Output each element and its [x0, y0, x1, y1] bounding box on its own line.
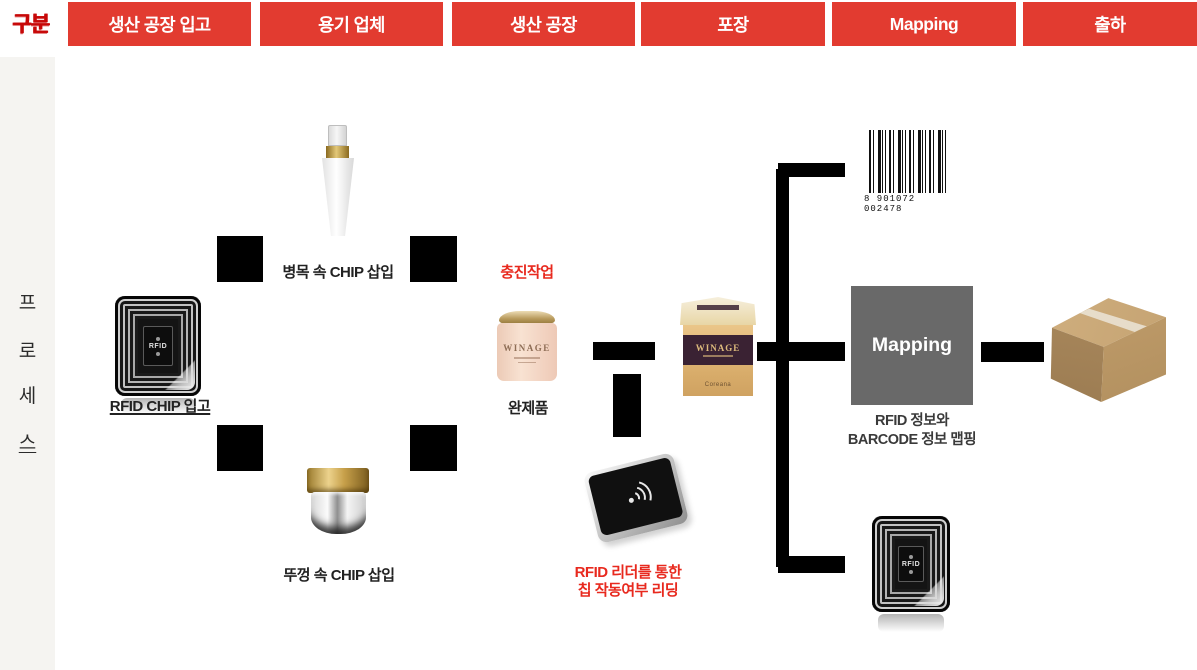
header-button-mapping[interactable]: Mapping [832, 2, 1016, 46]
connector-block-2 [410, 236, 457, 282]
arrow-down-bar [613, 374, 641, 437]
header-button-container-vendor[interactable]: 용기 업체 [260, 2, 443, 46]
sidebar-char-1: 프 [18, 293, 37, 314]
bracket-vertical-bar [776, 169, 789, 567]
chip-reflection [121, 398, 195, 414]
shipping-box-graphic [1046, 296, 1166, 402]
chip-reflection [878, 614, 944, 632]
sidebar-char-3: 세 [18, 386, 37, 407]
arrow-right-bar [593, 342, 655, 360]
rfid-reader-graphic [582, 451, 690, 545]
bracket-middle-arm [757, 342, 845, 361]
product-box-maker: Coreana [704, 382, 732, 388]
cream-jar-lid [499, 311, 555, 325]
bottle-label: 병목 속 CHIP 삽입 [282, 264, 394, 281]
sidebar-char-4: 스 [18, 433, 37, 454]
mapping-caption-line2: BARCODE 정보 맵핑 [847, 432, 977, 448]
filling-label: 충진작업 [500, 264, 554, 281]
product-box-band: WINAGE [683, 335, 753, 365]
header-button-shipping[interactable]: 출하 [1023, 2, 1197, 46]
connector-block-1 [217, 236, 263, 282]
mapping-box: Mapping [851, 286, 973, 405]
sidebar-char-2: 로 [18, 341, 37, 362]
barcode-graphic: 8 901072 002478 [864, 126, 954, 214]
product-box-decor-line [703, 355, 733, 357]
header-button-packaging[interactable]: 포장 [641, 2, 825, 46]
finished-product-label: 완제품 [508, 400, 548, 417]
mapping-caption-line1: RFID 정보와 [875, 413, 949, 429]
cream-jar-graphic: WINAGE [497, 323, 557, 381]
jar-graphic [311, 492, 366, 534]
chip-dot [909, 569, 913, 574]
chip-inbound-label: RFID CHIP 입고 [109, 398, 211, 415]
bottle-cap [328, 125, 347, 146]
barcode-bars [869, 130, 949, 193]
chip-label: RFID [901, 560, 921, 568]
product-box-flap [680, 297, 756, 325]
arrow-to-shipping-bar [981, 342, 1044, 362]
product-box-graphic: WINAGE Coreana [680, 297, 756, 396]
mapping-caption: RFID 정보와 BARCODE 정보 맵핑 [812, 412, 1012, 450]
cream-jar-decor-line [514, 357, 540, 359]
reader-label-line1: RFID 리더를 통한 [574, 564, 682, 581]
chip-label: RFID [148, 342, 168, 350]
bracket-bottom-arm [778, 556, 845, 573]
bottle-collar [326, 146, 349, 158]
product-box-brand: WINAGE [695, 343, 741, 353]
rfid-chip-core: RFID [898, 546, 924, 582]
mapping-box-label: Mapping [871, 334, 953, 356]
connector-block-3 [217, 425, 263, 471]
rfid-reader-face [587, 456, 684, 537]
header-button-factory[interactable]: 생산 공장 [452, 2, 635, 46]
category-label: 구분 [12, 13, 50, 36]
chip-dot [909, 554, 913, 559]
bottle-graphic [322, 158, 354, 236]
chip-dot [156, 351, 160, 356]
connector-block-4 [410, 425, 457, 471]
bracket-top-arm [778, 163, 845, 177]
rfid-chip-graphic: RFID [115, 296, 201, 396]
barcode-number: 8 901072 002478 [864, 194, 916, 214]
rfid-chip-graphic-bottom: RFID [872, 516, 950, 612]
rfid-chip-core: RFID [143, 326, 173, 366]
process-sidebar: 프 로 세 스 [0, 57, 55, 670]
chip-dot [156, 336, 160, 341]
jar-label: 뚜껑 속 CHIP 삽입 [283, 567, 395, 584]
jar-lid [307, 468, 369, 493]
header-button-factory-inbound[interactable]: 생산 공장 입고 [68, 2, 251, 46]
reader-label-line2: 칩 작동여부 리딩 [577, 582, 679, 599]
cream-jar-decor-line [518, 362, 536, 363]
cream-jar-brand: WINAGE [503, 343, 551, 353]
reader-label: RFID 리더를 통한 칩 작동여부 리딩 [558, 564, 698, 600]
